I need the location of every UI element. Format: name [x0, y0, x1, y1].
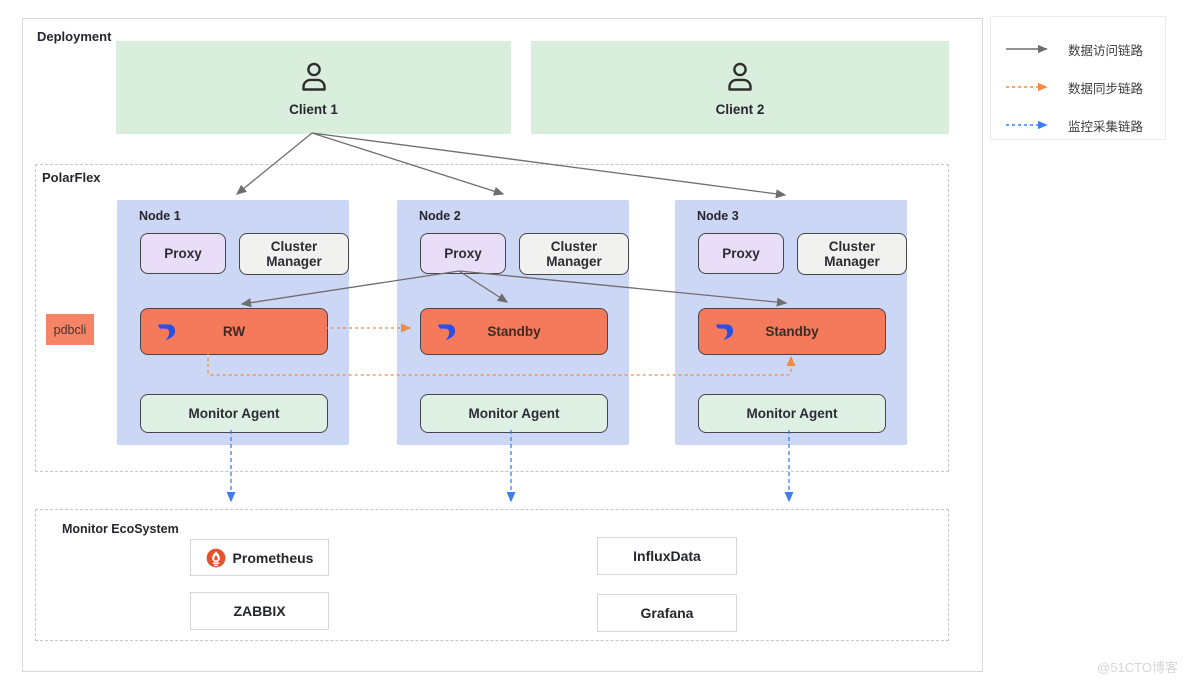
- legend-row-monitor: 监控采集链路: [1005, 106, 1165, 144]
- client-label: Client 1: [289, 101, 338, 117]
- db-role-label: Standby: [487, 323, 541, 339]
- monitor-agent-box: Monitor Agent: [698, 394, 886, 433]
- eco-item-label: ZABBIX: [233, 603, 286, 619]
- monitor-ecosystem-frame: Monitor EcoSystem Prometheus ZABBIX Infl…: [35, 509, 949, 641]
- legend-label: 数据访问链路: [1068, 43, 1144, 58]
- eco-item-label: InfluxData: [633, 548, 701, 564]
- db-standby-box: Standby: [420, 308, 608, 355]
- db-role-label: Standby: [765, 323, 819, 339]
- cluster-manager-box: Cluster Manager: [797, 233, 907, 275]
- solid-arrow-icon: [1006, 44, 1048, 54]
- node-label: Node 3: [697, 209, 739, 223]
- node-label: Node 2: [419, 209, 461, 223]
- proxy-box: Proxy: [698, 233, 784, 274]
- cluster-manager-box: Cluster Manager: [239, 233, 349, 275]
- zabbix-box: ZABBIX: [190, 592, 329, 630]
- person-icon: [728, 62, 752, 91]
- client-2-box: Client 2: [531, 41, 949, 134]
- proxy-box: Proxy: [420, 233, 506, 274]
- client-label: Client 2: [715, 101, 765, 117]
- polardb-icon: [438, 323, 456, 340]
- eco-item-label: Grafana: [640, 605, 694, 621]
- legend-label: 数据同步链路: [1068, 81, 1144, 96]
- db-role-label: RW: [222, 323, 246, 339]
- grafana-box: Grafana: [597, 594, 737, 632]
- polardb-icon: [716, 323, 734, 340]
- deployment-label: Deployment: [37, 29, 112, 44]
- dashed-blue-arrow-icon: [1006, 120, 1048, 130]
- pdbcli-box: pdbcli: [46, 314, 94, 345]
- monitor-ecosystem-label: Monitor EcoSystem: [62, 522, 179, 536]
- node-label: Node 1: [139, 209, 181, 223]
- prometheus-box: Prometheus: [190, 539, 329, 576]
- polardb-icon: [158, 323, 176, 340]
- legend-box: 数据访问链路 数据同步链路 监控采集链路: [990, 16, 1166, 140]
- monitor-agent-box: Monitor Agent: [420, 394, 608, 433]
- person-icon: [301, 62, 326, 91]
- legend-row-sync: 数据同步链路: [1005, 68, 1165, 106]
- node-2-box: Node 2 Proxy Cluster Manager Standby Mon…: [397, 200, 629, 445]
- client-1-box: Client 1: [116, 41, 511, 134]
- eco-item-label: Prometheus: [232, 549, 314, 566]
- influxdata-box: InfluxData: [597, 537, 737, 575]
- cluster-manager-box: Cluster Manager: [519, 233, 629, 275]
- db-standby-box: Standby: [698, 308, 886, 355]
- watermark-text: @51CTO博客: [1097, 660, 1178, 675]
- polarflex-label: PolarFlex: [42, 170, 101, 185]
- deployment-frame: Deployment Client 1 Client 2 PolarFlex p…: [22, 18, 983, 672]
- node-1-box: Node 1 Proxy Cluster Manager RW Monitor …: [117, 200, 349, 445]
- legend-row-access: 数据访问链路: [1005, 30, 1165, 68]
- legend-label: 监控采集链路: [1068, 119, 1144, 134]
- db-rw-box: RW: [140, 308, 328, 355]
- node-3-box: Node 3 Proxy Cluster Manager Standby Mon…: [675, 200, 907, 445]
- monitor-agent-box: Monitor Agent: [140, 394, 328, 433]
- proxy-box: Proxy: [140, 233, 226, 274]
- prometheus-icon: [206, 548, 225, 567]
- polarflex-frame: PolarFlex pdbcli Node 1 Proxy Cluster Ma…: [35, 164, 949, 472]
- dashed-orange-arrow-icon: [1006, 82, 1048, 92]
